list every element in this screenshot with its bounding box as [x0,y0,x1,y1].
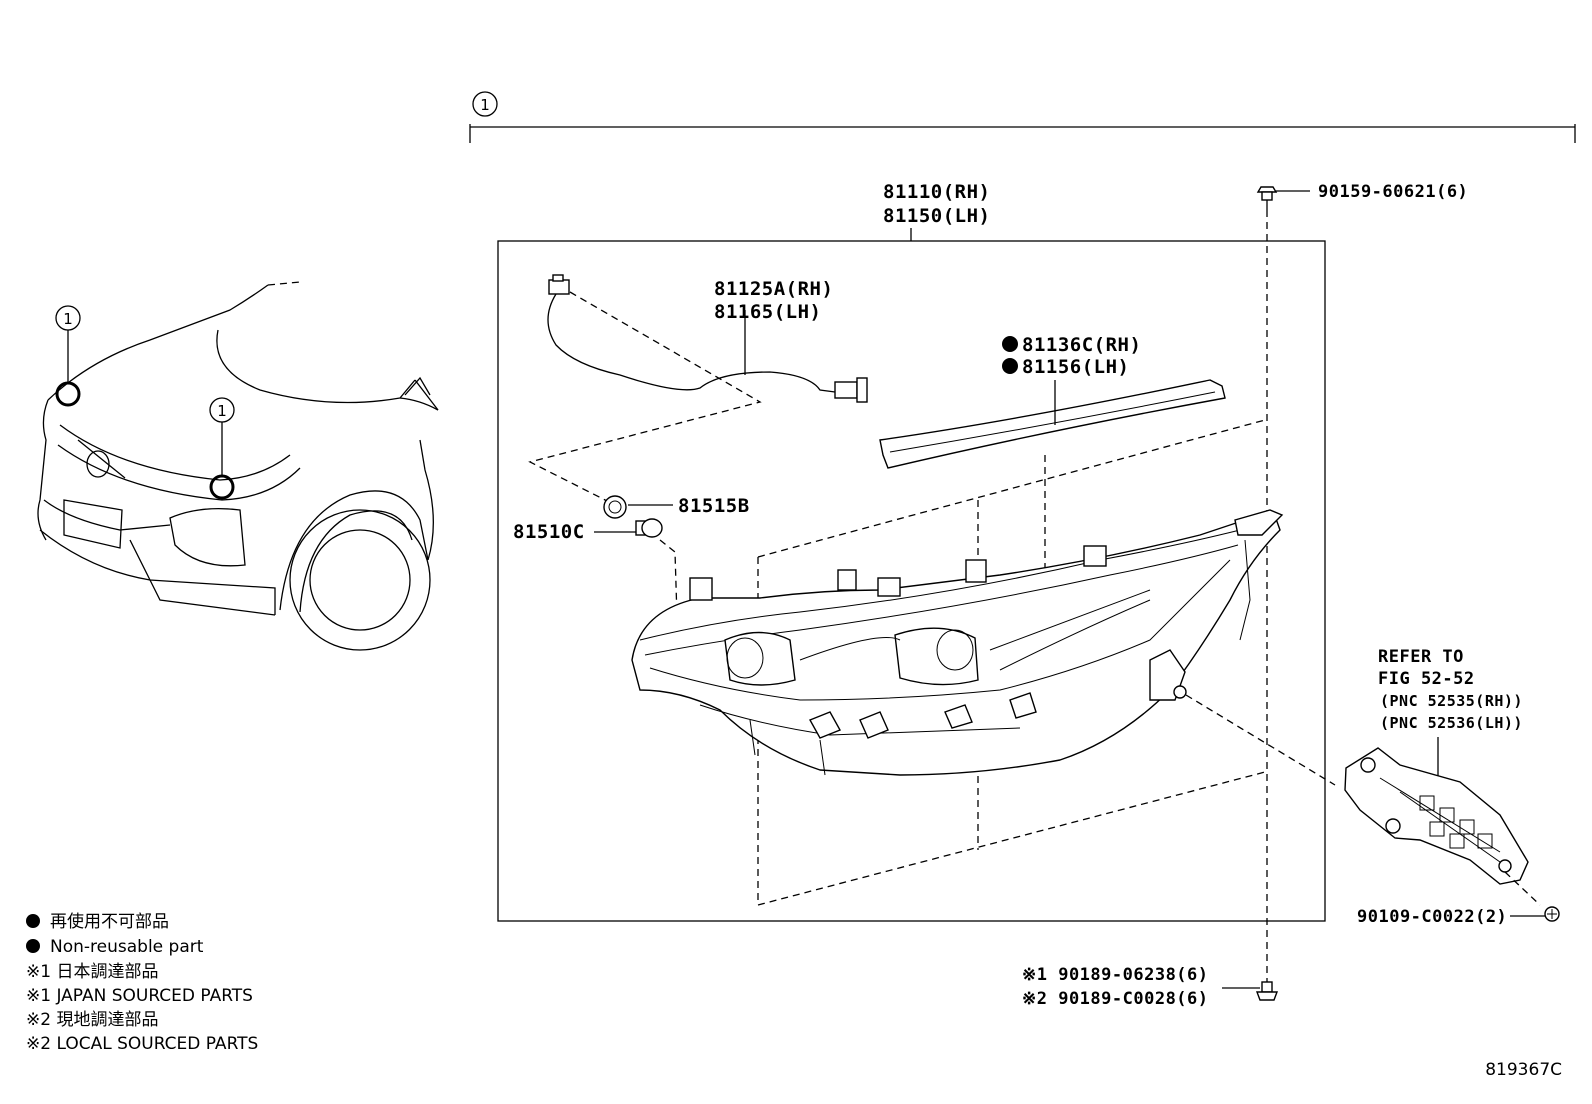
label-headlamp-lh: 81150(LH) [883,205,990,227]
headlamp-bracket: REFER TO FIG 52-52 (PNC 52535(RH)) (PNC … [1344,647,1541,906]
headlamp-body [631,419,1336,906]
label-bolt-bottom-1: ※1 90189-06238(6) [1022,965,1209,985]
label-bolt-bottom-2: ※2 90189-C0028(6) [1022,989,1209,1009]
label-refer-line3: (PNC 52535(RH)) [1380,692,1523,710]
non-reusable-bullet-icon [26,914,40,928]
socket-and-bulb: 81515B 81510C [513,495,750,651]
vehicle-callout-right-number: 1 [217,402,227,420]
legend: 再使用不可部品 Non-reusable part ※1 日本調達部品 ※1 J… [26,911,258,1054]
figure-id: 819367C [1485,1060,1562,1080]
top-callout-number: 1 [480,96,490,114]
label-bulb: 81510C [513,521,585,543]
bracket-screw: 90109-C0022(2) [1357,906,1560,927]
label-socket: 81515B [678,495,750,517]
bolt-bottom: ※1 90189-06238(6) ※2 90189-C0028(6) [1022,965,1279,1009]
legend-item-1: 再使用不可部品 [50,911,169,932]
label-bolt-top: 90159-60621(6) [1318,182,1468,202]
vehicle-callout-left-number: 1 [63,310,73,328]
vehicle-front-illustration: 1 1 [37,281,439,651]
legend-item-5: ※2 現地調達部品 [26,1010,158,1030]
headlamp-cover: 81136C(RH) 81156(LH) [879,334,1226,570]
label-cover-rh: 81136C(RH) [1022,334,1141,356]
legend-item-4: ※1 JAPAN SOURCED PARTS [26,986,253,1006]
label-wire-lh: 81165(LH) [714,301,821,323]
label-refer-line2: FIG 52-52 [1378,669,1475,689]
label-wire-rh: 81125A(RH) [714,278,833,300]
label-cover-lh: 81156(LH) [1022,356,1129,378]
legend-item-2: Non-reusable part [50,937,204,957]
legend-item-3: ※1 日本調達部品 [26,962,158,982]
label-refer-line4: (PNC 52536(LH)) [1380,714,1523,732]
label-headlamp-rh: 81110(RH) [883,181,990,203]
label-screw-bracket: 90109-C0022(2) [1357,907,1507,927]
non-reusable-bullet-icon [26,939,40,953]
bolt-top: 90159-60621(6) [1256,182,1468,1000]
legend-item-6: ※2 LOCAL SOURCED PARTS [26,1034,258,1054]
label-refer-line1: REFER TO [1378,647,1464,667]
headlamp-assembly-frame: 81110(RH) 81150(LH) [497,181,1326,922]
top-callout: 1 [469,91,1576,143]
wire-harness: 81125A(RH) 81165(LH) [528,274,868,506]
